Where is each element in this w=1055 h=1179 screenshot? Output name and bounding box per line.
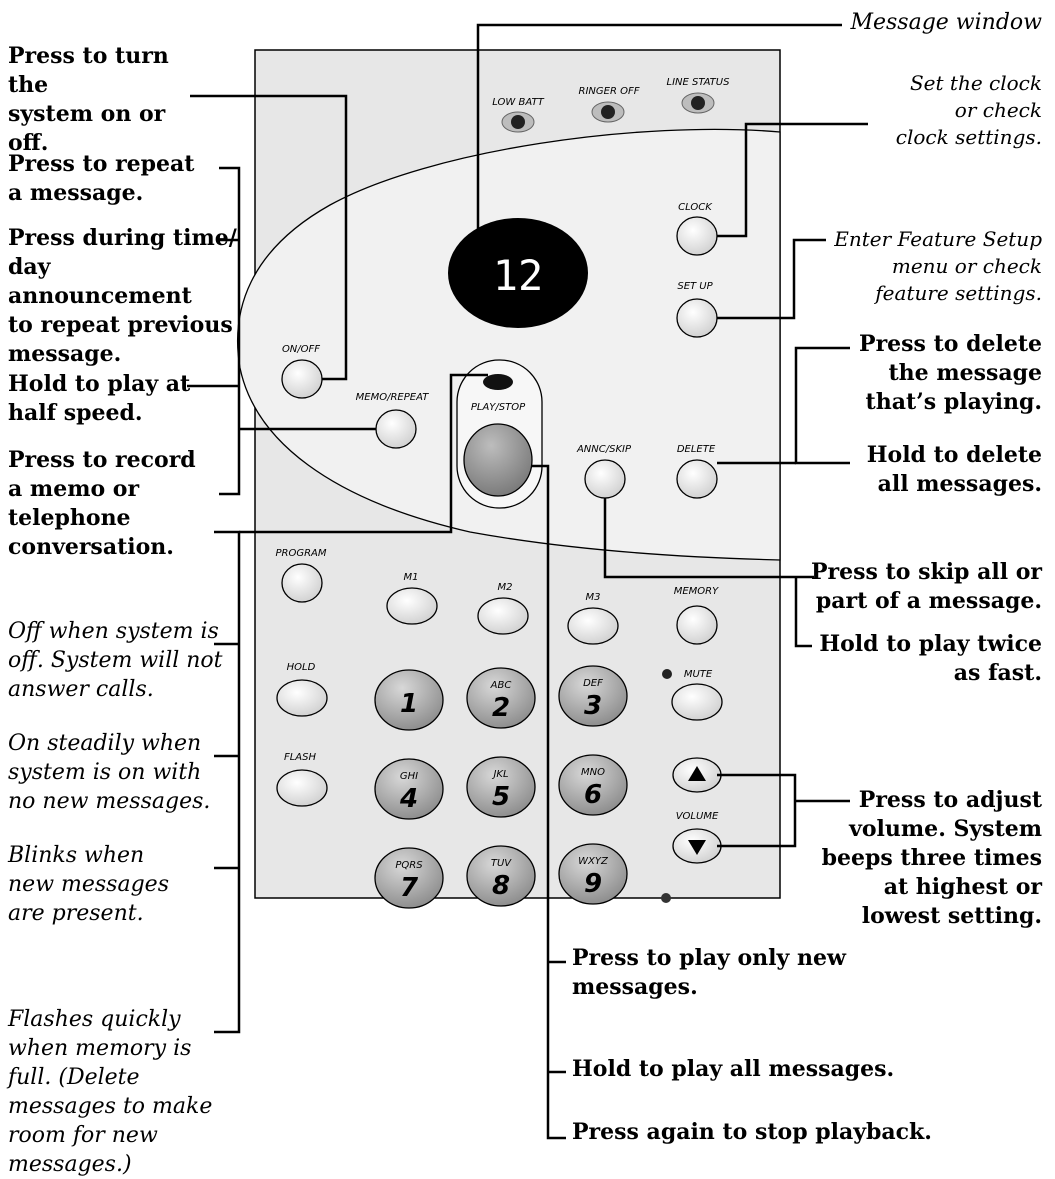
flash-button-label: FLASH: [284, 752, 317, 763]
power-led-icon: [661, 893, 671, 903]
clock-button-label: CLOCK: [678, 202, 713, 213]
m2-button[interactable]: [477, 597, 529, 635]
keypad-letters: GHI: [400, 771, 418, 782]
delete-button[interactable]: [676, 459, 718, 499]
keypad-key-7[interactable]: PQRS 7: [374, 847, 444, 909]
delete-button-label: DELETE: [677, 444, 716, 455]
low-batt-led-icon: [511, 115, 525, 129]
flash-button[interactable]: [276, 769, 328, 807]
caption-delete-all: Hold to delete all messages.: [866, 442, 1042, 497]
caption-led-blinks: Blinks when new messages are present.: [8, 843, 169, 926]
keypad-number: 1: [400, 689, 418, 719]
caption-repeat: Press to repeat a message.: [8, 151, 195, 206]
keypad-number: 8: [492, 871, 510, 901]
play-stop-led-icon: [483, 374, 513, 390]
message-window: [448, 218, 588, 328]
memory-button-label: MEMORY: [674, 586, 719, 597]
keypad-number: 2: [492, 693, 510, 723]
m3-button-label: M3: [586, 592, 601, 603]
indicator-label-ringer-off: RINGER OFF: [579, 86, 640, 97]
setup-button-label: SET UP: [677, 281, 713, 292]
mute-button-label: MUTE: [684, 669, 713, 680]
keypad-letters: ABC: [490, 680, 512, 691]
annc-skip-button-label: ANNC/SKIP: [576, 444, 632, 455]
indicator-label-low-batt: LOW BATT: [492, 97, 544, 108]
play-stop-button[interactable]: [463, 423, 533, 497]
play-stop-button-label: PLAY/STOP: [471, 402, 526, 413]
keypad-number: 4: [399, 784, 418, 814]
keypad-key-6[interactable]: MNO 6: [558, 754, 628, 816]
answering-machine-diagram: LOW BATT RINGER OFF LINE STATUS 12 CLOCK…: [187, 23, 868, 1140]
caption-led-flashes: Flashes quickly when memory is full. (De…: [8, 1007, 213, 1177]
program-button[interactable]: [281, 563, 323, 603]
leader-lines: [187, 23, 868, 1140]
caption-led-off: Off when system is off. System will not …: [8, 619, 223, 702]
indicator-lights: LOW BATT RINGER OFF LINE STATUS: [492, 77, 731, 133]
caption-repeat-previous: Press during time/ day announcement to r…: [8, 225, 237, 367]
clock-button[interactable]: [676, 216, 718, 256]
indicator-label-line-status: LINE STATUS: [667, 77, 731, 88]
keypad-letters: WXYZ: [578, 856, 609, 867]
caption-play-new: Press to play only new messages.: [572, 945, 846, 1000]
keypad-key-8[interactable]: TUV 8: [466, 845, 536, 907]
caption-on-off: Press to turn the system on or off.: [8, 43, 169, 156]
keypad-number: 3: [584, 691, 602, 721]
caption-play-twice: Hold to play twice as fast.: [819, 631, 1042, 686]
caption-message-window: Message window: [850, 10, 1042, 35]
keypad-key-9[interactable]: WXYZ 9: [558, 843, 628, 905]
keypad-letters: MNO: [581, 767, 605, 778]
mute-led-icon: [662, 669, 672, 679]
m3-button[interactable]: [567, 607, 619, 645]
memo-repeat-button-label: MEMO/REPEAT: [356, 392, 430, 403]
caption-delete: Press to delete the message that’s playi…: [859, 331, 1042, 415]
program-button-label: PROGRAM: [275, 548, 326, 559]
hold-button[interactable]: [276, 679, 328, 717]
m1-button-label: M1: [404, 572, 419, 583]
caption-stop: Press again to stop playback.: [572, 1119, 932, 1145]
keypad-letters: DEF: [583, 678, 603, 689]
caption-setup: Enter Feature Setup menu or check featur…: [834, 227, 1042, 305]
keypad-number: 9: [584, 869, 602, 899]
keypad-letters: PQRS: [395, 860, 423, 871]
m1-button[interactable]: [386, 587, 438, 625]
keypad-key-2[interactable]: ABC 2: [466, 667, 536, 729]
caption-skip: Press to skip all or part of a message.: [811, 559, 1042, 614]
caption-half-speed: Hold to play at half speed.: [8, 371, 191, 426]
on-off-button-label: ON/OFF: [282, 344, 320, 355]
caption-clock: Set the clock or check clock settings.: [895, 71, 1042, 149]
volume-label: VOLUME: [676, 811, 719, 822]
ringer-off-led-icon: [601, 105, 615, 119]
keypad-number: 7: [400, 873, 419, 903]
caption-record-memo: Press to record a memo or telephone conv…: [8, 447, 196, 560]
on-off-button[interactable]: [281, 359, 323, 399]
message-count-display: 12: [493, 251, 544, 300]
annc-skip-button[interactable]: [584, 459, 626, 499]
caption-volume: Press to adjust volume. System beeps thr…: [821, 787, 1042, 929]
memo-repeat-button[interactable]: [375, 409, 417, 449]
keypad-letters: JKL: [491, 769, 508, 780]
line-status-led-icon: [691, 96, 705, 110]
arrow-down-icon: [688, 840, 706, 855]
keypad-key-5[interactable]: JKL 5: [466, 756, 536, 818]
hold-button-label: HOLD: [287, 662, 316, 673]
keypad-number: 6: [584, 780, 602, 810]
setup-button[interactable]: [676, 298, 718, 338]
memory-button[interactable]: [676, 605, 718, 645]
caption-led-on: On steadily when system is on with no ne…: [8, 731, 211, 814]
keypad-key-1[interactable]: 1: [374, 669, 444, 731]
mute-button[interactable]: [671, 683, 723, 721]
keypad-key-4[interactable]: GHI 4: [374, 758, 444, 820]
caption-play-all: Hold to play all messages.: [572, 1056, 895, 1082]
keypad-number: 5: [492, 782, 510, 812]
arrow-up-icon: [688, 766, 706, 781]
m2-button-label: M2: [498, 582, 513, 593]
keypad-key-3[interactable]: DEF 3: [558, 665, 628, 727]
keypad-letters: TUV: [491, 858, 512, 869]
